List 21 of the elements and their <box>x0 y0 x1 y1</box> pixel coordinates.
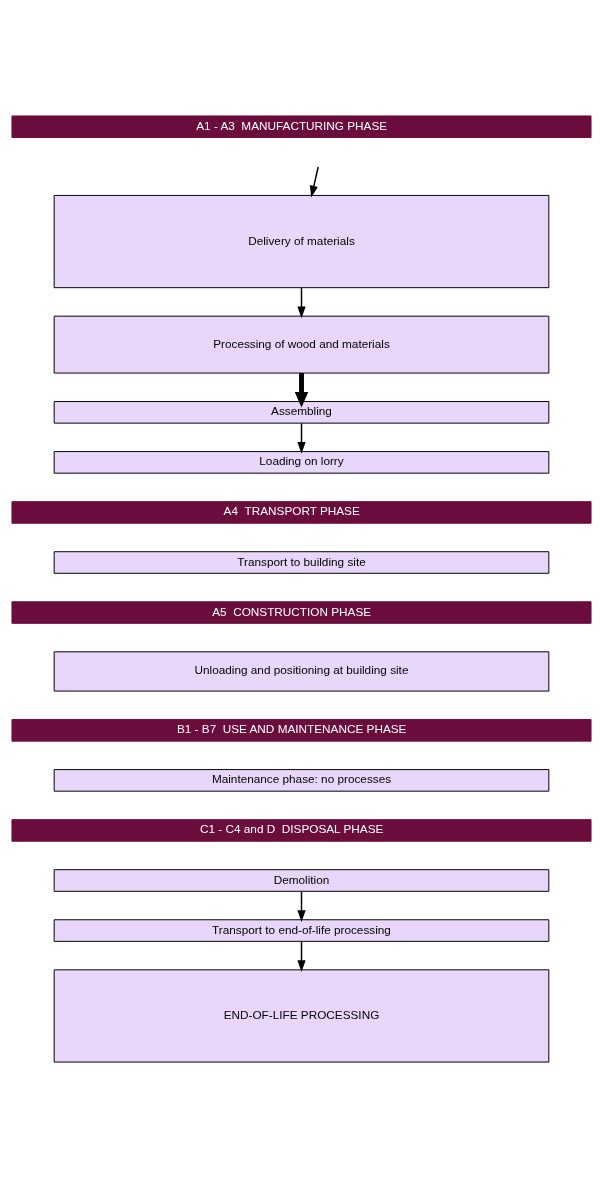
node-box: Delivery of materials <box>53 194 550 289</box>
node-box: Transport to building site <box>53 551 550 574</box>
node-box: B1 - B7 USE AND MAINTENANCE PHASE <box>11 719 592 742</box>
arrow <box>294 373 309 408</box>
node-box: Maintenance phase: no processes <box>53 769 550 792</box>
arrow <box>297 422 306 454</box>
node-box: Loading on lorry <box>53 451 550 474</box>
node-box: Processing of wood and materials <box>53 315 550 374</box>
node-box: A4 TRANSPORT PHASE <box>11 501 592 524</box>
arrow <box>297 940 306 973</box>
node-box: Transport to end-of-life processing <box>53 919 550 942</box>
arrow <box>297 890 306 922</box>
node-box: Demolition <box>53 869 550 892</box>
node-box: A1 - A3 MANUFACTURING PHASE <box>11 115 592 138</box>
arrow <box>297 287 306 319</box>
node-box: C1 - C4 and D DISPOSAL PHASE <box>11 819 592 842</box>
node-box: A5 CONSTRUCTION PHASE <box>11 601 592 624</box>
node-box: Unloading and positioning at building site <box>53 651 550 692</box>
node-box: Assembling <box>53 401 550 424</box>
node-box: END-OF-LIFE PROCESSING <box>53 969 550 1063</box>
arrow <box>309 166 319 198</box>
